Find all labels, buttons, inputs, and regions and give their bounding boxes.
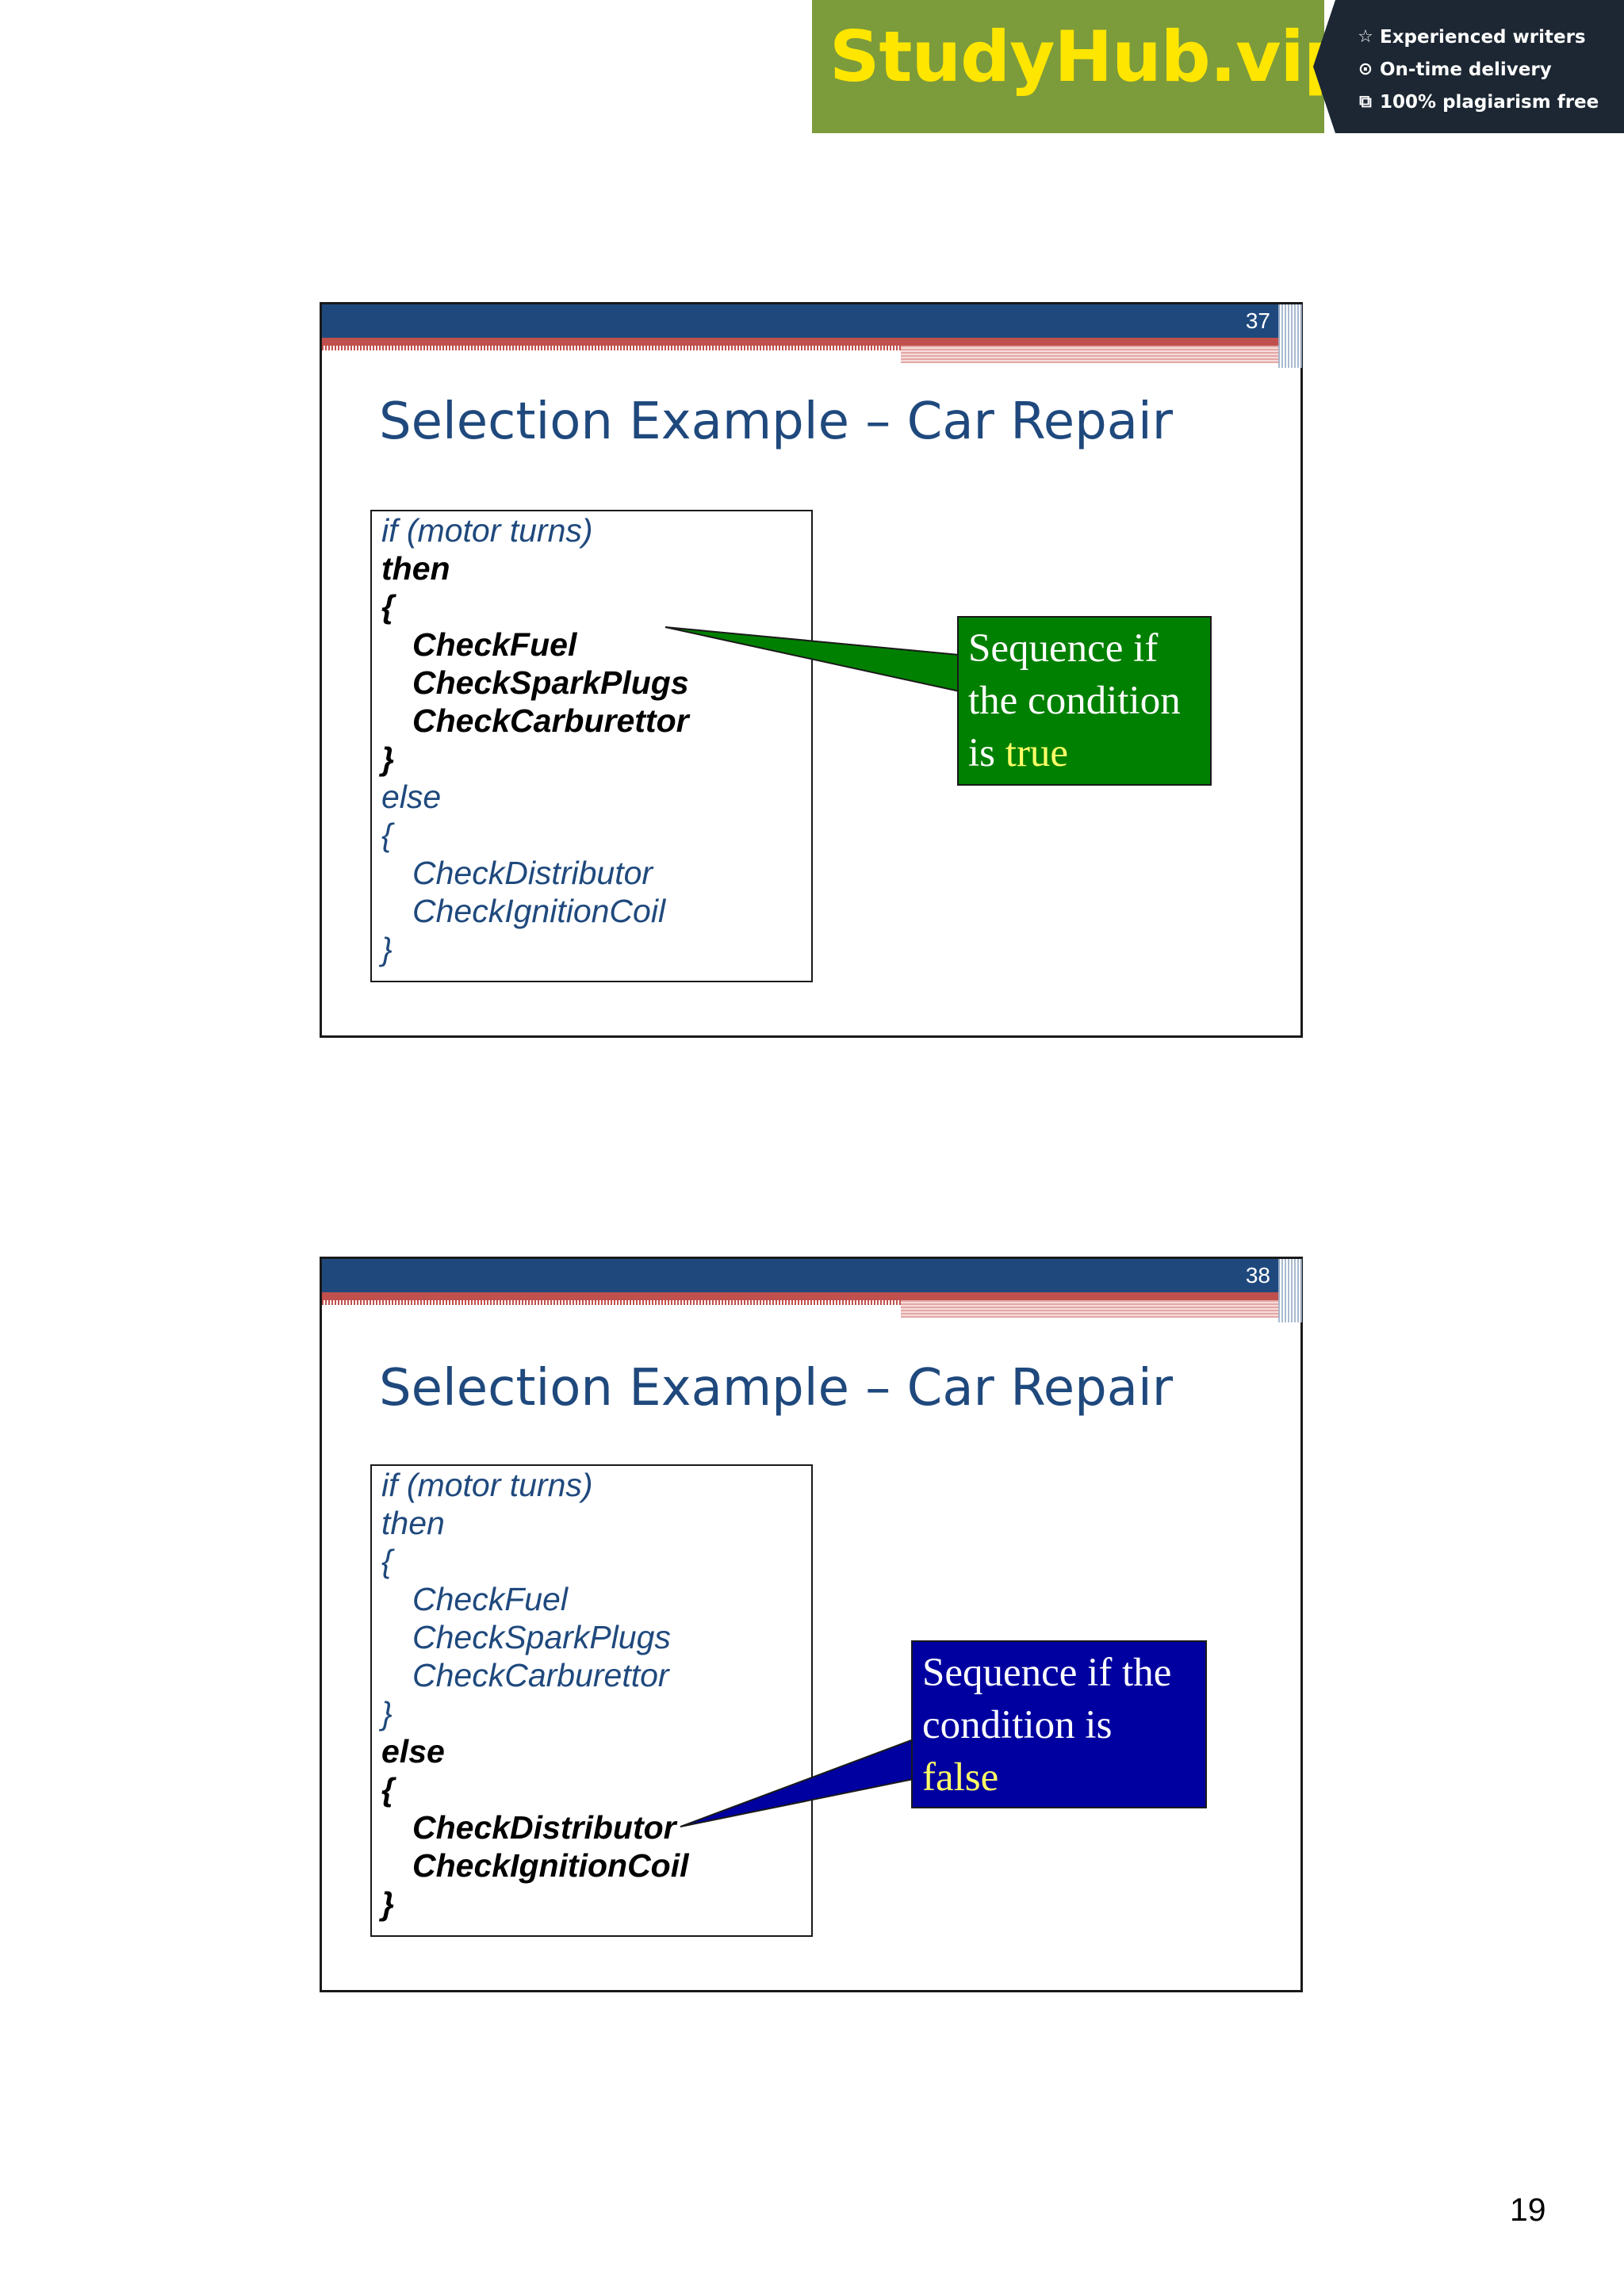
code-line: if (motor turns) [381, 512, 593, 549]
callout-pointer [680, 1738, 914, 1827]
studyhub-banner[interactable]: StudyHub.vip ☆ Experienced writers ⊙ On-… [812, 0, 1624, 133]
banner-features-area [1313, 0, 1624, 133]
feature-experienced-writers: ☆ Experienced writers [1356, 21, 1599, 53]
code-line: if (motor turns) [381, 1467, 593, 1503]
code-line: else [381, 1733, 445, 1770]
code-line: CheckIgnitionCoil [412, 893, 666, 929]
code-line: then [381, 550, 450, 587]
callout-sequence-true: Sequence if the condition is true [957, 616, 1212, 786]
pseudocode-box: if (motor turns) then { CheckFuel CheckS… [370, 1464, 813, 1937]
code-line: CheckSparkPlugs [412, 664, 689, 701]
code-line: } [381, 1885, 394, 1922]
code-line: CheckDistributor [412, 1809, 676, 1846]
pseudocode-box: if (motor turns) then { CheckFuel CheckS… [370, 510, 813, 982]
code-line: CheckDistributor [412, 855, 653, 891]
code-line: else [381, 779, 442, 815]
feature-label: 100% plagiarism free [1380, 91, 1599, 113]
code-line: CheckFuel [412, 1581, 568, 1617]
code-line: { [381, 1771, 394, 1808]
callout-text: Sequence if the condition is [922, 1651, 1172, 1747]
slide-header: 37 [322, 304, 1302, 368]
code-line: CheckSparkPlugs [412, 1619, 671, 1655]
callout-highlight: false [922, 1755, 999, 1800]
code-line: { [381, 588, 394, 625]
feature-on-time-delivery: ⊙ On-time delivery [1356, 53, 1599, 86]
document-icon: ⧉ [1359, 92, 1372, 112]
page-number: 19 [1510, 2191, 1546, 2228]
code-line: CheckIgnitionCoil [412, 1847, 689, 1884]
feature-label: Experienced writers [1380, 26, 1586, 48]
code-line: { [381, 1543, 393, 1579]
slide-number: 37 [1245, 308, 1270, 333]
code-line: CheckCarburettor [412, 702, 689, 739]
clock-icon: ⊙ [1358, 59, 1373, 79]
feature-label: On-time delivery [1380, 59, 1552, 80]
code-line: } [381, 1695, 393, 1732]
banner-logo-area: StudyHub.vip [812, 0, 1354, 133]
callout-highlight: true [1005, 731, 1069, 775]
code-line: } [381, 740, 394, 777]
slide-header: 38 [322, 1259, 1302, 1322]
slide-number: 38 [1245, 1263, 1270, 1288]
slide-37: 37 Selection Example – Car Repair if (mo… [320, 302, 1303, 1038]
studyhub-logo: StudyHub.vip [829, 16, 1354, 98]
code-line: CheckFuel [412, 626, 577, 663]
code-line: CheckCarburettor [412, 1657, 669, 1693]
feature-plagiarism-free: ⧉ 100% plagiarism free [1356, 86, 1599, 118]
slide-title: Selection Example – Car Repair [379, 1359, 1174, 1418]
code-line: } [381, 931, 393, 967]
banner-features: ☆ Experienced writers ⊙ On-time delivery… [1356, 21, 1599, 118]
code-line: then [381, 1505, 445, 1541]
slide-title: Selection Example – Car Repair [379, 392, 1174, 451]
slide-38: 38 Selection Example – Car Repair if (mo… [320, 1257, 1303, 1992]
callout-text: Sequence if the condition is [968, 626, 1181, 775]
code-line: { [381, 817, 393, 853]
callout-sequence-false: Sequence if the condition is false [911, 1640, 1207, 1808]
star-icon: ☆ [1358, 27, 1373, 47]
